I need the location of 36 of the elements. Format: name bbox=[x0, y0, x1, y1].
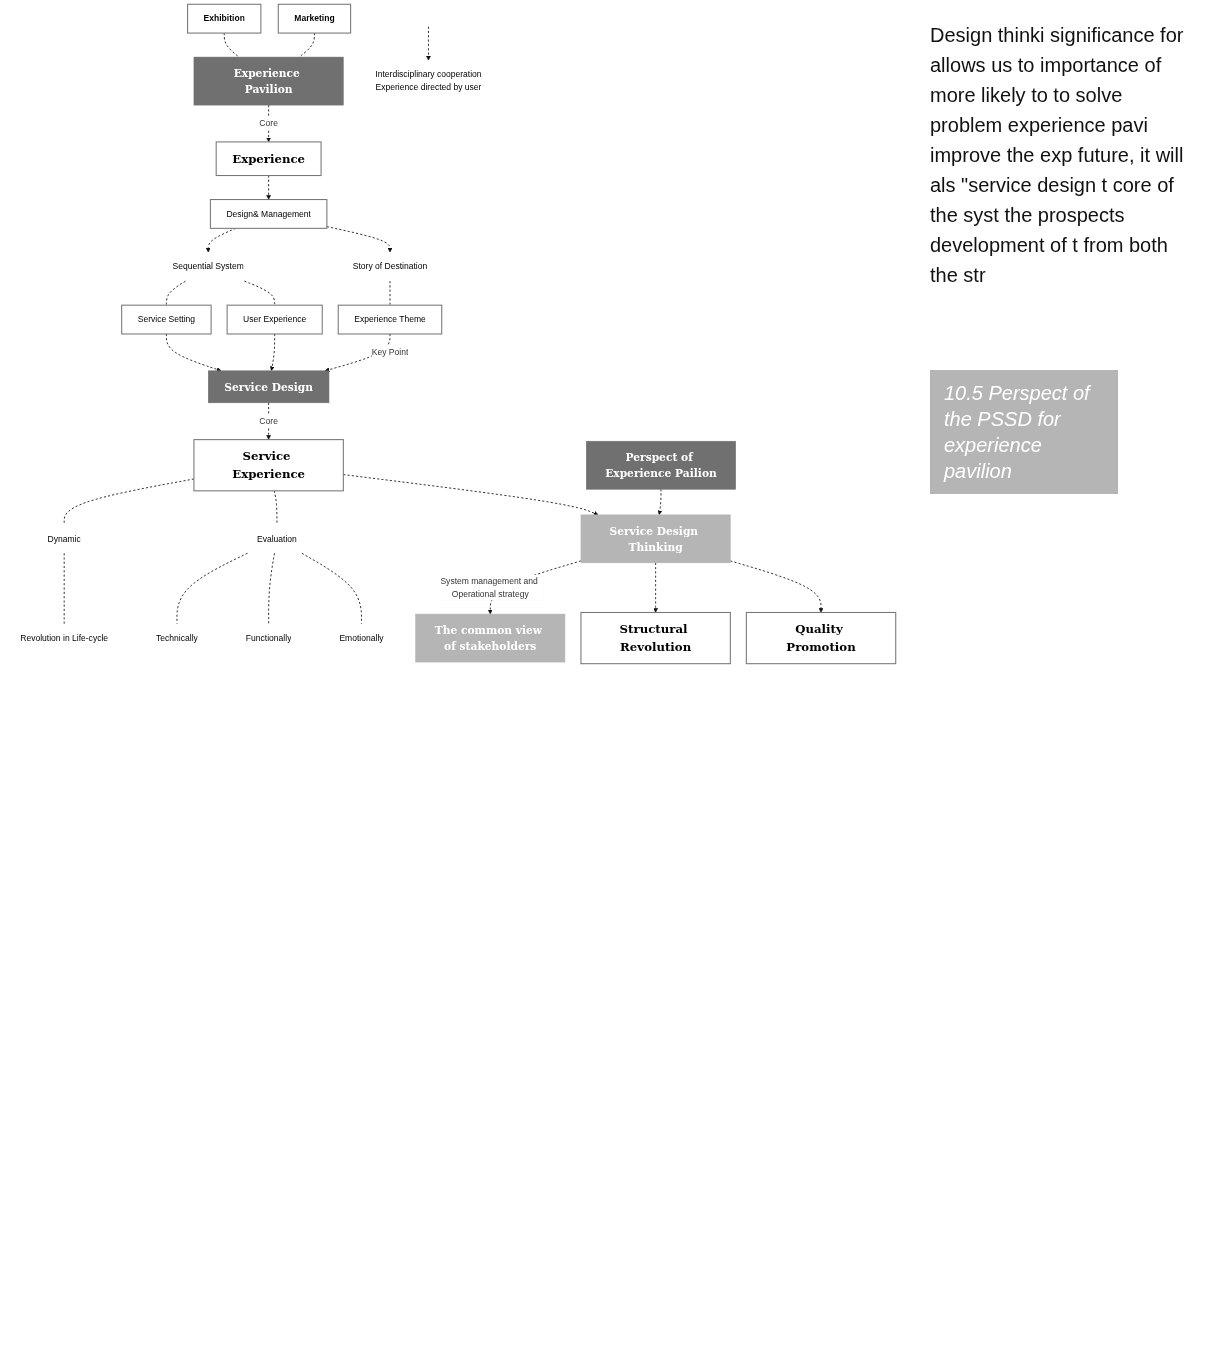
node-box: Service Design Thinking bbox=[580, 514, 731, 564]
edge-label: System management and Operational strategy bbox=[440, 576, 538, 599]
node-box: Service Design bbox=[208, 370, 330, 404]
node-box: Quality Promotion bbox=[745, 611, 897, 665]
node-box: Perspect of Experience Pailion bbox=[586, 440, 736, 490]
edge-label: Core bbox=[259, 118, 278, 128]
body-text: Design thinki significance for allows us to importance of more likely to to solve problem experience pavi improve the exp future, it will als "service design t core of the syst the prospects development of t from both the str bbox=[930, 23, 1185, 288]
node-text: Revolution in Life-cycle bbox=[20, 633, 109, 643]
node-box: Marketing bbox=[277, 3, 352, 34]
connector bbox=[244, 280, 276, 306]
node-text: Interdisciplinary cooperation Experience directed by user bbox=[375, 69, 482, 92]
node-text: Emotionally bbox=[339, 633, 384, 643]
node-text: Technically bbox=[156, 633, 198, 643]
node-text: Dynamic bbox=[47, 534, 81, 544]
node-box: Exhibition bbox=[187, 3, 262, 34]
connector bbox=[301, 552, 362, 625]
node-box: Experience bbox=[215, 141, 322, 177]
node-box: Experience Pavilion bbox=[193, 56, 344, 106]
connector bbox=[298, 32, 315, 58]
edge-label: Key Point bbox=[371, 347, 409, 357]
node-box: Experience Theme bbox=[337, 304, 443, 335]
node-box: Service Setting bbox=[121, 304, 212, 335]
node-box: The common view of stakeholders bbox=[415, 613, 566, 663]
connector bbox=[176, 552, 248, 625]
node-box: Design& Management bbox=[209, 199, 328, 229]
node-box: Structural Revolution bbox=[580, 611, 731, 665]
node-text: Evaluation bbox=[257, 534, 297, 544]
node-box: User Experience bbox=[226, 304, 323, 335]
edge-label: Core bbox=[259, 416, 278, 426]
node-text: Sequential System bbox=[172, 261, 244, 272]
connector bbox=[273, 490, 278, 525]
node-box: Service Experience bbox=[193, 439, 344, 492]
node-text: Story of Destination bbox=[352, 261, 428, 272]
node-text: Functionally bbox=[245, 633, 292, 643]
connector bbox=[223, 32, 240, 58]
figure-caption: 10.5 Perspect of the PSSD for experience pavilion bbox=[930, 370, 1118, 494]
